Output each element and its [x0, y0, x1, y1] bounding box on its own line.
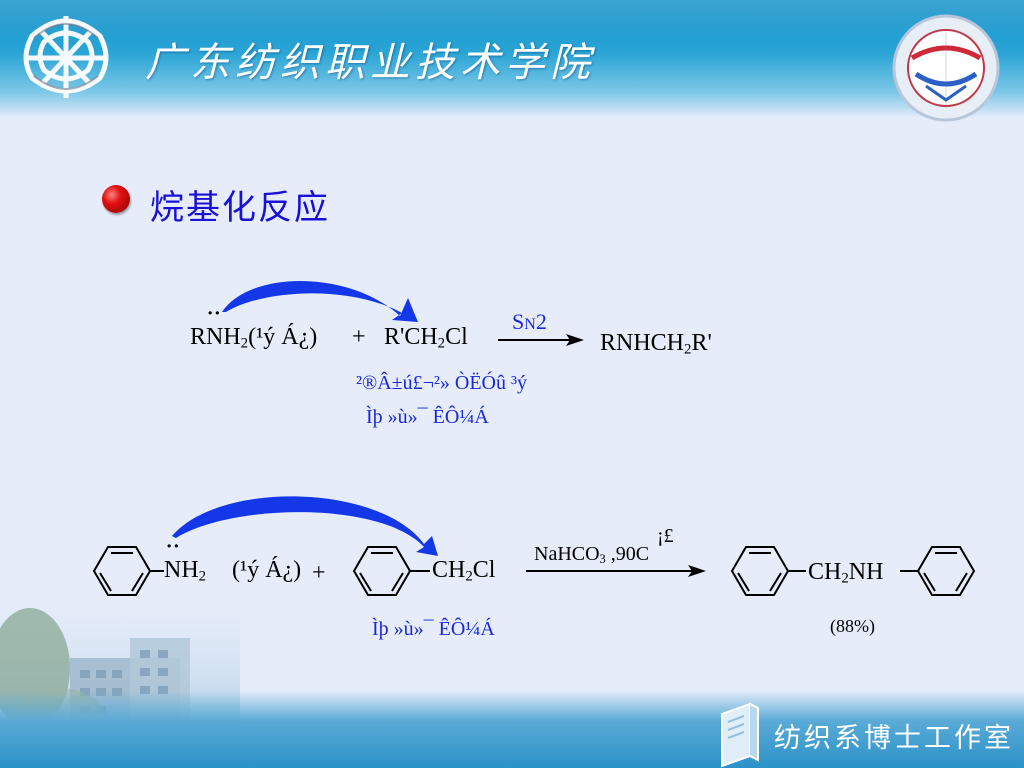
benzene-ring-3: [730, 546, 806, 596]
textile-dept-seal-icon: [892, 14, 1000, 122]
reaction2-reagent: NaHCO3 ,90C: [534, 543, 650, 567]
reaction2-reactant2: CH2Cl: [432, 557, 496, 585]
header-band: [0, 0, 1024, 118]
school-emblem-icon: [23, 16, 109, 98]
reaction2-product: CH2NH: [808, 559, 884, 587]
benzene-ring-1: [92, 546, 164, 596]
reaction2-degree-glyph: ¡£: [657, 525, 674, 547]
curved-arrow-1: [222, 280, 418, 322]
school-title: 广东纺织职业技术学院: [145, 40, 595, 86]
reaction1-reactant1: RNH2(¹ý Á¿): [190, 324, 318, 352]
reaction2-note: Ìþ »ù»¯ ÊÔ¼Á: [372, 618, 495, 640]
section-heading: 烷基化反应: [150, 188, 330, 228]
reaction1-note-line1: ²®Â±ú£¬²» ÒËÓû ³ý: [356, 372, 527, 394]
curved-arrow-2: [172, 496, 438, 556]
footer-text: 纺织系博士工作室: [774, 723, 1014, 754]
lone-pair-dots: ··: [207, 303, 222, 324]
reaction2-yield: (88%): [830, 616, 875, 636]
benzene-ring-2: [352, 546, 430, 596]
book-icon: [721, 702, 759, 768]
lone-pair-dots: ··: [166, 536, 181, 557]
reaction2-plus: +: [312, 560, 326, 586]
reaction1-condition: SN2: [512, 309, 547, 334]
red-ball-bullet-icon: [102, 185, 130, 213]
footer-band: [0, 690, 1024, 768]
reaction2-reactant1: NH2: [164, 557, 207, 585]
reaction1-note-line2: Ìþ »ù»¯ ÊÔ¼Á: [366, 406, 489, 428]
reaction1-reactant2: R'CH2Cl: [384, 324, 468, 352]
reaction1-plus: +: [352, 324, 366, 350]
reaction1-product: RNHCH2R': [600, 330, 712, 358]
reaction2-excess-note: (¹ý Á¿): [232, 557, 302, 583]
benzene-ring-4: [900, 546, 976, 596]
header-shine: [0, 0, 1024, 40]
